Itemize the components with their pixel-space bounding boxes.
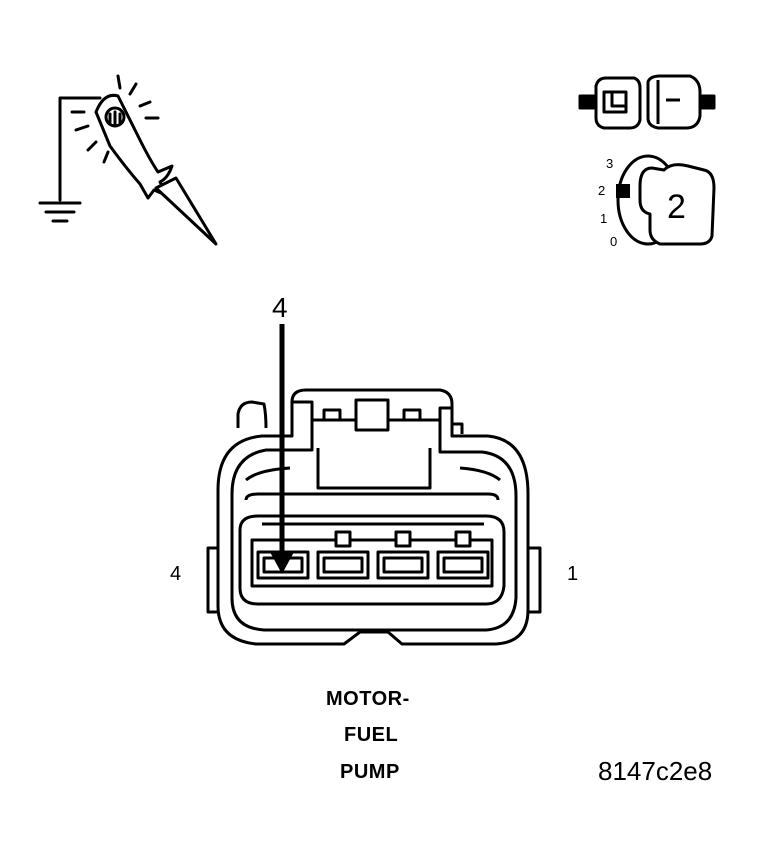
ignition-key-position: 2 (667, 188, 686, 226)
pin-label-right: 1 (567, 563, 579, 585)
pin-label-left: 4 (170, 563, 182, 585)
ignition-key-icon (616, 154, 716, 246)
probe-arrow (270, 324, 294, 574)
ignition-position-0: 0 (610, 234, 618, 249)
caption-line-2: FUEL (344, 724, 399, 746)
probe-pin-label: 4 (272, 292, 288, 323)
ignition-position-1: 1 (600, 211, 608, 226)
caption-line-1: MOTOR- (326, 688, 410, 710)
ignition-position-2: 2 (598, 183, 606, 198)
disconnect-connector-icon (578, 74, 716, 130)
ignition-position-3: 3 (606, 156, 614, 171)
figure-code: 8147c2e8 (598, 756, 713, 786)
test-light-to-ground-icon (38, 74, 218, 246)
caption-line-3: PUMP (340, 761, 400, 783)
fuel-pump-connector (206, 388, 542, 646)
